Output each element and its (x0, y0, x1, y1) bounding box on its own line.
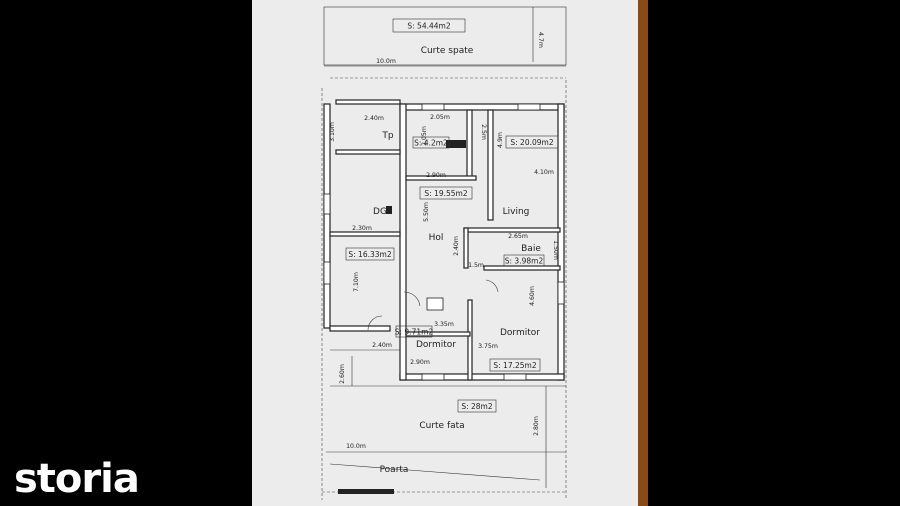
bedroom-large-area-box (489, 358, 541, 372)
bedroom-large-area: S: 17.25m2 (493, 361, 536, 370)
kitchen-area: S: 16.33m2 (348, 250, 391, 259)
bath-area: S: 3.98m2 (505, 257, 544, 266)
door-swing-entry (367, 315, 383, 331)
frontyard-area: S: 28m2 (461, 402, 493, 411)
dim-240-low: 2.40m (372, 342, 392, 349)
hall-area-box (419, 186, 473, 200)
wc-label: Tp (381, 131, 393, 141)
chimney-fixture (426, 297, 444, 311)
wall-living-west (487, 109, 494, 221)
dim-25: 2.5m (480, 124, 487, 140)
window-bedroom-small (421, 373, 445, 381)
bathtub-fixture (446, 140, 466, 148)
frontyard-width: 10.0m (346, 443, 366, 450)
wall-porch-top (335, 99, 401, 105)
dim-230: 2.30m (352, 225, 372, 232)
gate-bar (338, 489, 394, 494)
backyard-width: 10.0m (376, 58, 396, 65)
dim-265: 2.65m (508, 233, 528, 240)
storia-logo: storia (14, 456, 140, 502)
wall-bath-south (483, 265, 561, 271)
wall-dining-north (335, 149, 401, 155)
gate-label: Poarta (380, 465, 409, 475)
dim-205-h: 2.05m (430, 114, 450, 121)
living-label: Living (503, 207, 530, 217)
dim-15: 1.5m (468, 262, 484, 269)
dim-240-top: 2.40m (364, 115, 384, 122)
frontyard-side: 2.60m (339, 364, 346, 384)
window-dining (323, 193, 331, 215)
wall-bedrooms (467, 299, 473, 381)
plan-sheet (252, 0, 638, 506)
bedroom-small-label: Dormitor (416, 340, 456, 350)
door-swing-bedroom (485, 279, 499, 293)
dim-150: 1.50m (552, 240, 559, 260)
dim-375: 3.75m (478, 343, 498, 350)
frontyard-depth: 2.80m (533, 416, 540, 436)
dim-710: 7.10m (353, 272, 360, 292)
wall-wc-south (405, 175, 477, 181)
frontyard-name: Curte fata (419, 421, 464, 431)
hall-area: S: 19.55m2 (424, 189, 467, 198)
wall-wc-east (466, 109, 473, 179)
bath-area-box (503, 254, 545, 267)
dim-290-low: 2.90m (410, 359, 430, 366)
wc-area-box (412, 136, 450, 149)
window-living (517, 103, 541, 111)
bedroom-small-area: S: 9.71m2 (395, 328, 434, 337)
living-area-box (505, 135, 559, 149)
window-bedroom-large (503, 373, 527, 381)
backyard-outline (323, 6, 567, 66)
door-swing-hall (403, 291, 421, 307)
dim-410: 4.10m (534, 169, 554, 176)
backyard-area: S: 54.44m2 (407, 22, 450, 31)
dim-460: 4.60m (529, 286, 536, 306)
dining-label: DG (373, 207, 387, 217)
window-bedroom-east (557, 281, 565, 305)
table-edge (638, 0, 648, 506)
dim-240-mid: 2.40m (453, 236, 460, 256)
bath-label: Baie (521, 244, 541, 254)
bedroom-small-area-box (395, 325, 433, 338)
living-area: S: 20.09m2 (510, 138, 553, 147)
hall-label: Hol (429, 233, 444, 243)
backyard-depth: 4.7m (537, 32, 544, 48)
backyard-area-box (392, 18, 466, 33)
stove-fixture (386, 206, 392, 214)
wall-bedroom-north (405, 331, 471, 337)
wall-kitchen-north (329, 231, 401, 237)
window-wc (421, 103, 445, 111)
dim-310: 3.10m (329, 122, 336, 142)
dim-550: 5.50m (423, 202, 430, 222)
window-kitchen (323, 261, 331, 285)
wall-kitchen-south (329, 325, 391, 332)
frontyard-area-box (457, 399, 497, 413)
gate-swing-line (329, 463, 541, 481)
bedroom-large-label: Dormitor (500, 328, 540, 338)
backyard-name: Curte spate (421, 46, 474, 56)
wall-inner-west (399, 103, 407, 381)
dim-205-v: 2.05m (421, 126, 428, 146)
wall-west (323, 103, 331, 329)
wall-bath-west (463, 227, 469, 269)
dim-335: 3.35m (434, 321, 454, 328)
wc-area: S: 4.2m2 (414, 139, 448, 148)
wall-bath-north (463, 227, 561, 233)
dim-49: 4.9m (497, 132, 504, 148)
kitchen-area-box (345, 247, 395, 261)
dim-290-mid: 2.90m (426, 172, 446, 179)
